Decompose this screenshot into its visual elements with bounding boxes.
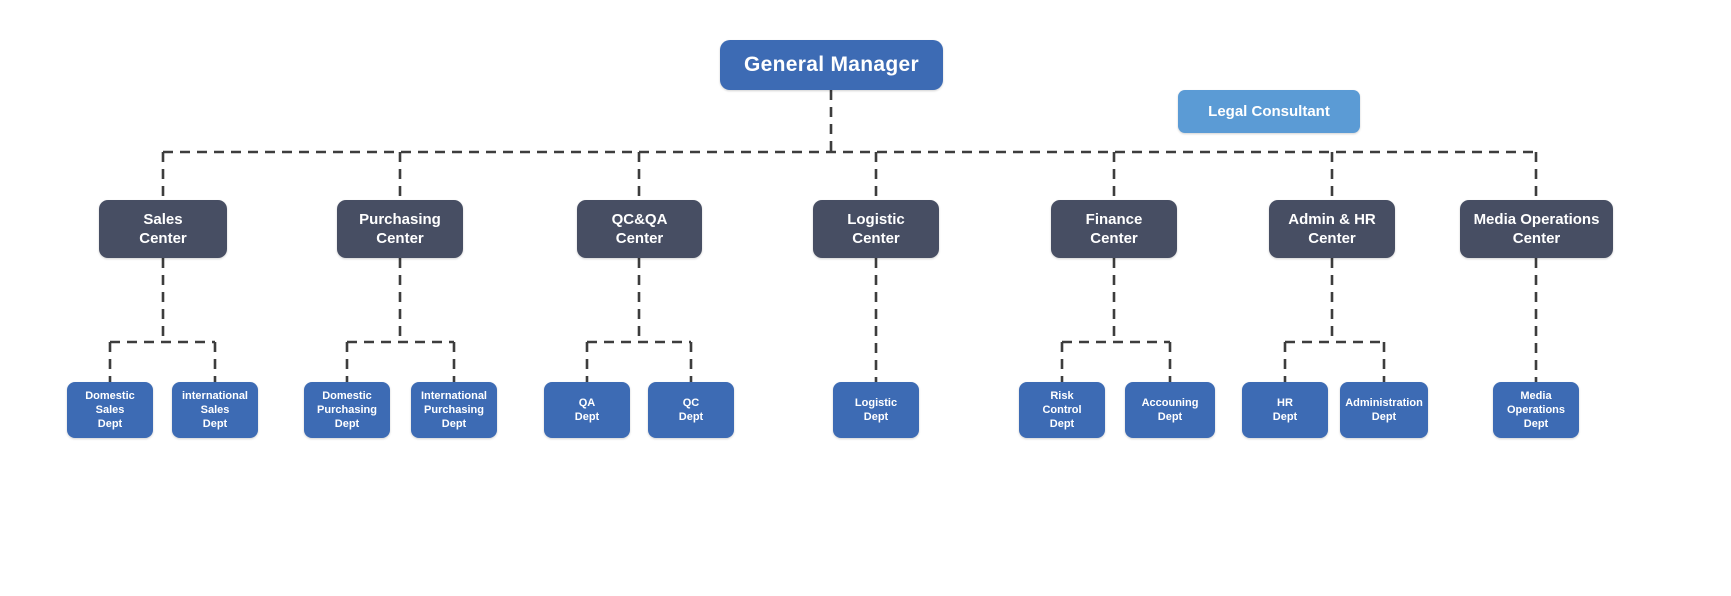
node-general-manager: General Manager xyxy=(720,40,943,90)
node-hr-dept: HR Dept xyxy=(1242,382,1328,438)
node-qa-dept: QA Dept xyxy=(544,382,630,438)
node-sales-center: Sales Center xyxy=(99,200,227,258)
dashed-connector-path xyxy=(108,90,1538,382)
node-logistic-center: Logistic Center xyxy=(813,200,939,258)
node-finance-center: Finance Center xyxy=(1051,200,1177,258)
node-risk-control-dept: Risk Control Dept xyxy=(1019,382,1105,438)
node-qc-dept: QC Dept xyxy=(648,382,734,438)
node-domestic-sales-dept: Domestic Sales Dept xyxy=(67,382,153,438)
node-media-operations-dept: Media Operations Dept xyxy=(1493,382,1579,438)
node-logistic-dept: Logistic Dept xyxy=(833,382,919,438)
node-qcqa-center: QC&QA Center xyxy=(577,200,702,258)
node-accouning-dept: Accouning Dept xyxy=(1125,382,1215,438)
node-administration-dept: Administration Dept xyxy=(1340,382,1428,438)
node-admin-hr-center: Admin & HR Center xyxy=(1269,200,1395,258)
node-international-purchasing-dept: International Purchasing Dept xyxy=(411,382,497,438)
node-international-sales-dept: international Sales Dept xyxy=(172,382,258,438)
node-media-operations-center: Media Operations Center xyxy=(1460,200,1613,258)
node-purchasing-center: Purchasing Center xyxy=(337,200,463,258)
node-legal-consultant: Legal Consultant xyxy=(1178,90,1360,133)
node-domestic-purchasing-dept: Domestic Purchasing Dept xyxy=(304,382,390,438)
